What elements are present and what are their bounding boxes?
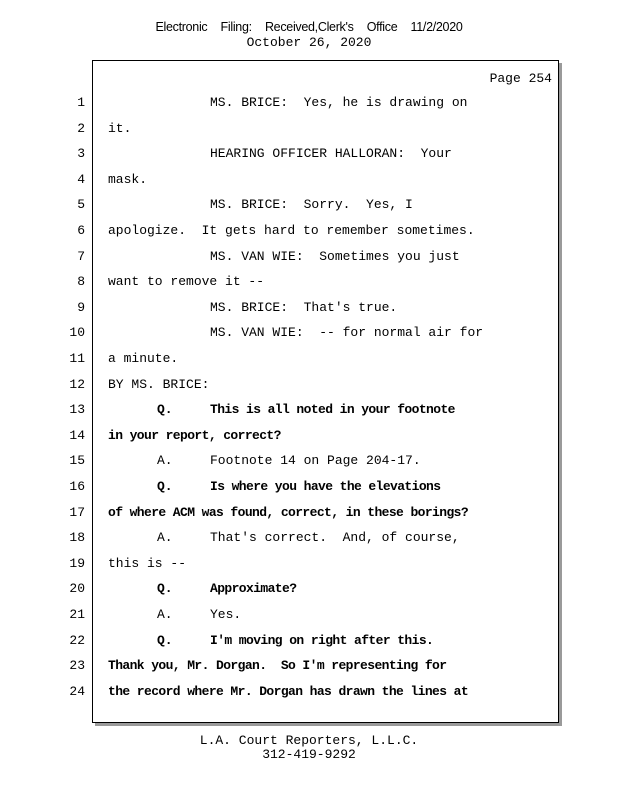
- line-number: 22: [69, 632, 85, 648]
- transcript-line: 2 it.: [0, 121, 618, 141]
- line-number: 5: [77, 197, 85, 213]
- transcript-line: 13 Q. This is all noted in your footnote: [0, 402, 618, 422]
- line-text: mask.: [108, 171, 148, 187]
- transcript-line: 8 want to remove it --: [0, 274, 618, 294]
- line-number: 8: [77, 274, 85, 290]
- transcript-line: 17 of where ACM was found, correct, in th…: [0, 505, 618, 525]
- line-text: Approximate?: [210, 581, 297, 597]
- transcript-line: 18 A. That's correct. And, of course,: [0, 530, 618, 550]
- qa-label: Q.: [157, 581, 173, 597]
- line-number: 2: [77, 120, 85, 136]
- transcript-line: 3 HEARING OFFICER HALLORAN: Your: [0, 146, 618, 166]
- line-text: This is all noted in your footnote: [210, 402, 455, 418]
- line-text: of where ACM was found, correct, in thes…: [108, 504, 469, 520]
- qa-label: Q.: [157, 402, 173, 418]
- transcript-line: 15 A. Footnote 14 on Page 204-17.: [0, 453, 618, 473]
- line-number: 21: [69, 607, 85, 622]
- line-text: I'm moving on right after this.: [210, 632, 434, 648]
- transcript-line: 4 mask.: [0, 172, 618, 192]
- line-text: want to remove it --: [108, 274, 265, 290]
- transcript-line: 19 this is --: [0, 556, 618, 576]
- transcript-line: 12 BY MS. BRICE:: [0, 377, 618, 397]
- transcript-line: 11 a minute.: [0, 351, 618, 371]
- line-text: Footnote 14 on Page 204-17.: [210, 453, 421, 469]
- line-text: MS. BRICE: Yes, he is drawing on: [210, 95, 468, 110]
- line-number: 9: [77, 299, 85, 315]
- transcript-line: 6 apologize. It gets hard to remember som…: [0, 223, 618, 243]
- line-text: in your report, correct?: [108, 427, 281, 443]
- line-text: HEARING OFFICER HALLORAN: Your: [210, 146, 452, 162]
- line-text: the record where Mr. Dorgan has drawn th…: [108, 683, 469, 699]
- line-text: apologize. It gets hard to remember some…: [108, 223, 475, 238]
- line-number: 13: [69, 402, 85, 418]
- transcript-line: 10 MS. VAN WIE: -- for normal air for: [0, 325, 618, 345]
- qa-label: A.: [157, 607, 173, 622]
- transcript-line: 21 A. Yes.: [0, 607, 618, 627]
- transcript-page-box: [92, 60, 559, 723]
- line-number: 18: [69, 530, 85, 546]
- line-text: a minute.: [108, 351, 179, 366]
- line-number: 6: [77, 223, 85, 238]
- line-number: 10: [69, 325, 85, 341]
- line-text: Thank you, Mr. Dorgan. So I'm representi…: [108, 658, 447, 674]
- line-number: 3: [77, 146, 85, 162]
- line-number: 1: [77, 95, 85, 110]
- reporter-company: L.A. Court Reporters, L.L.C.: [199, 733, 419, 748]
- line-text: MS. BRICE: That's true.: [210, 299, 398, 315]
- line-number: 19: [69, 555, 85, 571]
- transcript-line: 7 MS. VAN WIE: Sometimes you just: [0, 249, 618, 269]
- transcript-line: 1 MS. BRICE: Yes, he is drawing on: [0, 95, 618, 115]
- qa-label: A.: [157, 453, 173, 469]
- line-text: Yes.: [210, 607, 242, 622]
- line-text: BY MS. BRICE:: [108, 376, 210, 392]
- line-number: 16: [69, 479, 85, 494]
- qa-label: Q.: [157, 479, 173, 494]
- line-number: 20: [69, 581, 85, 597]
- line-number: 24: [69, 683, 85, 699]
- transcript-line: 16 Q. Is where you have the elevations: [0, 479, 618, 499]
- qa-label: A.: [157, 530, 173, 546]
- reporter-phone: 312-419-9292: [262, 747, 356, 762]
- transcript-line: 14 in your report, correct?: [0, 428, 618, 448]
- transcript-line: 9 MS. BRICE: That's true.: [0, 300, 618, 320]
- line-text: Is where you have the elevations: [210, 479, 441, 494]
- line-text: this is --: [108, 555, 187, 571]
- line-number: 17: [69, 504, 85, 520]
- transcript-line: 23 Thank you, Mr. Dorgan. So I'm represen…: [0, 658, 618, 678]
- transcript-line: 5 MS. BRICE: Sorry. Yes, I: [0, 197, 618, 217]
- line-number: 23: [69, 658, 85, 674]
- qa-label: Q.: [157, 632, 173, 648]
- line-text: That's correct. And, of course,: [210, 530, 460, 546]
- line-number: 15: [69, 453, 85, 469]
- transcript-line: 22 Q. I'm moving on right after this.: [0, 633, 618, 653]
- line-number: 12: [69, 376, 85, 392]
- transcript-line: 20 Q. Approximate?: [0, 581, 618, 601]
- line-number: 14: [69, 427, 85, 443]
- line-text: it.: [108, 120, 132, 136]
- line-number: 4: [77, 171, 85, 187]
- page-number: Page 254: [489, 71, 552, 86]
- line-text: MS. BRICE: Sorry. Yes, I: [210, 197, 413, 213]
- transcript-date: October 26, 2020: [246, 35, 372, 50]
- line-text: MS. VAN WIE: Sometimes you just: [210, 248, 460, 264]
- line-number: 7: [77, 248, 85, 264]
- line-number: 11: [69, 351, 85, 366]
- filing-stamp: Electronic Filing: Received,Clerk's Offi…: [155, 20, 463, 34]
- line-text: MS. VAN WIE: -- for normal air for: [210, 325, 484, 341]
- transcript-line: 24 the record where Mr. Dorgan has drawn …: [0, 684, 618, 704]
